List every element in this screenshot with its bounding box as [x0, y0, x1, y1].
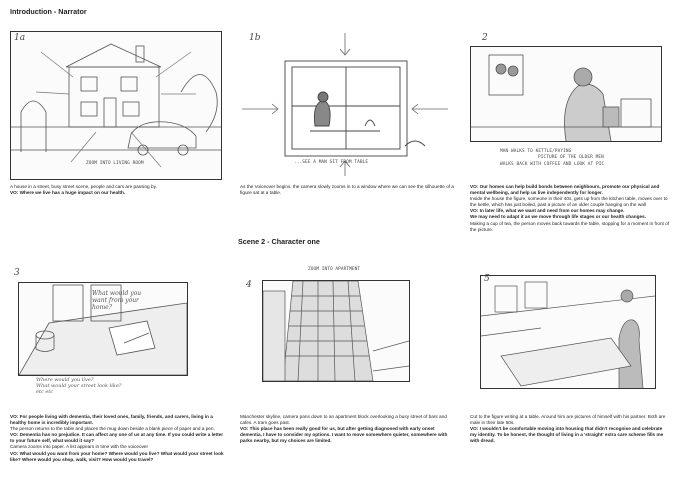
panel-number-5: 5: [484, 274, 490, 284]
caption-4-vo-3: VO: What would you want from your home? …: [10, 450, 224, 462]
panel-number-2: 2: [482, 33, 488, 43]
caption-1-line: A house in a street, busy street scene, …: [10, 184, 157, 189]
panel-note-1b: ...SEE A MAN SIT FROM TABLE: [294, 160, 369, 165]
panel-number-1b: 1b: [249, 33, 261, 43]
handwriting-line-1: What would you: [92, 290, 142, 297]
caption-3-line-1: Inside the house the figure, someone in …: [470, 196, 668, 208]
panel-number-4: 4: [246, 280, 252, 290]
caption-4-line-2: Camera zooms into paper. A list appears …: [10, 444, 149, 450]
storyboard-panel-3: [18, 282, 188, 376]
caption-3-line-2: Making a cup of tea, the person moves ba…: [470, 220, 670, 232]
caption-4-vo-1: VO: For people living with dementia, the…: [10, 414, 213, 426]
caption-3-vo-1: VO: Our homes can help build bonds betwe…: [470, 184, 660, 196]
caption-6: Cut to the figure writing at a table. Ar…: [470, 414, 670, 444]
panel-note-2b: PICTURE OF THE OLDER MEN: [538, 155, 604, 160]
caption-2-line: As the Voiceover begins, the camera slow…: [240, 184, 454, 196]
figure-writing-sketch: [481, 281, 655, 388]
panel-note-2a: MAN WALKS TO KETTLE/PAYING: [500, 149, 572, 154]
caption-6-line: Cut to the figure writing at a table. Ar…: [470, 414, 666, 426]
panel-number-1a: 1a: [14, 33, 26, 43]
handwriting-line-2: want from your: [92, 297, 139, 304]
caption-3-vo-2: VO: In later life, what we want and need…: [470, 208, 625, 214]
handwriting-question: What would you want from your home?: [92, 290, 182, 311]
caption-4-vo-2: VO: Dementia has no prejudice. It can af…: [10, 432, 224, 444]
handwriting-line-4: Where would you live?: [36, 377, 94, 383]
scene2-heading: Scene 2 - Character one: [238, 237, 320, 246]
handwriting-line-3: home?: [92, 304, 112, 311]
handwriting-line-6: etc etc: [36, 389, 54, 395]
panel-number-3: 3: [14, 268, 20, 278]
kitchen-figure-sketch: [471, 54, 661, 141]
storyboard-panel-5: [480, 275, 656, 389]
caption-2: As the Voiceover begins, the camera slow…: [240, 184, 456, 196]
panel-note-2c: WALKS BACK WITH COFFEE AND LOOK AT PIC: [500, 162, 605, 167]
storyboard-panel-2: [470, 46, 662, 142]
storyboard-panel-1a: [10, 31, 222, 180]
caption-4-line-1: The person returns to the table and plac…: [10, 426, 215, 432]
caption-5: Manchester skyline, camera pans down to …: [240, 414, 456, 444]
house-street-sketch: [11, 43, 221, 168]
storyboard-panel-4: [262, 280, 410, 382]
caption-1: A house in a street, busy street scene, …: [10, 184, 226, 196]
paper-on-table-sketch: [19, 284, 187, 375]
handwriting-line-5: What would your street look like?: [36, 383, 122, 389]
panel-note-1a: ZOOM INTO LIVING ROOM: [86, 161, 144, 166]
handwriting-list: Where would you live? What would your st…: [36, 377, 196, 395]
caption-6-vo: VO: I wouldn't be comfortable moving int…: [470, 426, 664, 444]
intro-heading: Introduction - Narrator: [10, 7, 87, 16]
caption-5-vo: VO: This place has been really good for …: [240, 426, 448, 444]
caption-4: VO: For people living with dementia, the…: [10, 414, 226, 463]
apartment-block-sketch: [263, 281, 409, 381]
caption-3-vo-3: We may need to adapt it as we move throu…: [470, 214, 646, 220]
caption-3: VO: Our homes can help build bonds betwe…: [470, 184, 670, 233]
storyboard-panel-1b: [240, 31, 450, 178]
caption-1-vo: VO: Where we live has a huge impact on o…: [10, 190, 126, 196]
caption-5-line: Manchester skyline, camera pans down to …: [240, 414, 447, 426]
window-zoom-sketch: [242, 33, 448, 176]
panel-note-4: ZOOM INTO APARTMENT: [308, 267, 361, 272]
